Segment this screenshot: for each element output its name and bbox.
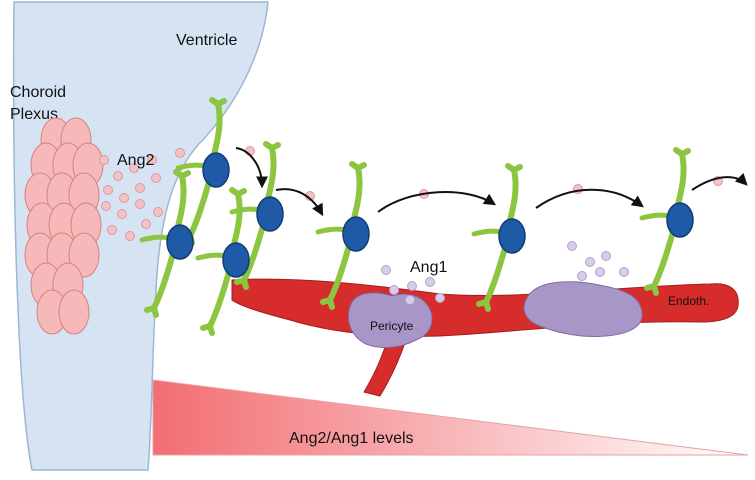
ventricle-label: Ventricle bbox=[176, 32, 237, 49]
ang2-dot bbox=[141, 219, 151, 229]
migration-arrow-icon bbox=[535, 188, 644, 209]
choroid-label-line2: Plexus bbox=[10, 106, 58, 123]
ang1-dot bbox=[595, 267, 605, 277]
ang1-dot bbox=[601, 251, 611, 261]
migrating-neuroblast-icon bbox=[474, 166, 525, 309]
pericyte-label: Pericyte bbox=[370, 319, 414, 333]
pericyte-1 bbox=[348, 292, 433, 348]
migration-arrows bbox=[235, 147, 748, 217]
choroid-cell bbox=[68, 232, 100, 278]
migration-arrow-icon bbox=[275, 188, 324, 217]
ang2-dot bbox=[129, 163, 139, 173]
ang2-dot bbox=[117, 209, 127, 219]
migration-arrow-icon bbox=[377, 191, 497, 213]
ang1-dot bbox=[577, 271, 587, 281]
ang1-dot bbox=[435, 293, 445, 303]
ang2-dot bbox=[135, 199, 145, 209]
choroid-label-line1: Choroid bbox=[10, 84, 66, 101]
gradient-label: Ang2/Ang1 levels bbox=[289, 430, 414, 447]
ang2-dot bbox=[175, 148, 185, 158]
ang2-dot bbox=[113, 171, 123, 181]
choroid-plexus bbox=[24, 117, 104, 335]
ang2-dot bbox=[147, 155, 157, 165]
blood-vessel bbox=[231, 278, 739, 397]
migration-arrow-icon bbox=[235, 147, 268, 189]
ang1-dot bbox=[381, 265, 391, 275]
ang2-dot bbox=[125, 231, 135, 241]
ang2-dot bbox=[103, 185, 113, 195]
ang1-dot bbox=[619, 267, 629, 277]
ang2-molecules bbox=[99, 146, 723, 241]
ang1-dot bbox=[389, 285, 399, 295]
ang1-dot bbox=[585, 257, 595, 267]
ang1-dot bbox=[405, 295, 415, 305]
ang2-dot bbox=[101, 201, 111, 211]
ang2-dot bbox=[107, 225, 117, 235]
choroid-cell bbox=[58, 289, 90, 335]
ang2-dot bbox=[99, 155, 109, 165]
ang1-label: Ang1 bbox=[410, 259, 447, 276]
ang2-label: Ang2 bbox=[117, 152, 154, 169]
ang1-molecules bbox=[381, 241, 629, 305]
ang2-dot bbox=[151, 173, 161, 183]
ang1-dot bbox=[407, 281, 417, 291]
ang2-dot bbox=[119, 193, 129, 203]
ang1-dot bbox=[567, 241, 577, 251]
ang-gradient-wedge bbox=[152, 379, 749, 456]
ang2-dot bbox=[135, 183, 145, 193]
ang2-dot bbox=[153, 207, 163, 217]
ang1-dot bbox=[425, 277, 435, 287]
endothelium-label: Endoth. bbox=[668, 294, 709, 308]
migrating-neuroblast-icon bbox=[198, 190, 249, 333]
migration-arrow-icon bbox=[691, 172, 748, 191]
migrating-neuroblast-icon bbox=[642, 150, 693, 293]
pericyte-2 bbox=[523, 281, 643, 337]
